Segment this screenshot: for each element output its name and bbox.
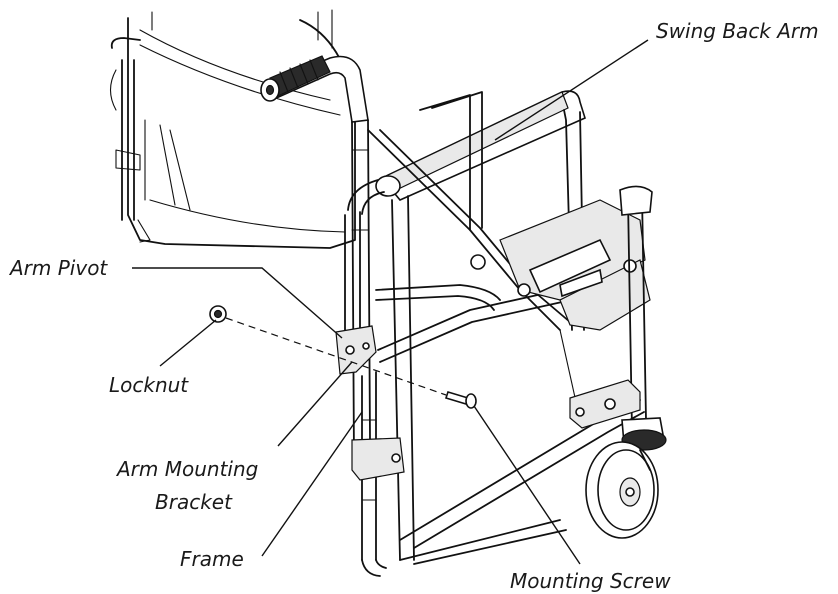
assembly-axis-dash xyxy=(225,317,447,396)
label-swing-back-arm: Swing Back Arm xyxy=(656,19,819,43)
label-arm-mounting-bracket-line1: Arm Mounting xyxy=(115,457,258,481)
caster-clamp xyxy=(569,379,641,429)
label-locknut: Locknut xyxy=(109,373,189,397)
leader-arm-pivot xyxy=(132,267,343,339)
rear-frame-post-left xyxy=(109,11,153,243)
locknut-part xyxy=(209,305,227,323)
leader-frame xyxy=(261,411,363,557)
callout-labels: Swing Back Arm Arm Pivot Locknut Arm Mou… xyxy=(8,19,819,593)
leader-swing-back-arm xyxy=(494,39,649,141)
lower-frame xyxy=(361,519,567,577)
rear-upright xyxy=(317,9,371,461)
leader-locknut xyxy=(159,319,217,367)
back-upholstery xyxy=(127,17,356,249)
label-arm-mounting-bracket-line2: Bracket xyxy=(155,490,233,514)
swing-back-arm xyxy=(347,90,586,561)
label-frame: Frame xyxy=(180,547,244,571)
mounting-screw-part xyxy=(444,391,477,409)
front-frame-tube xyxy=(335,211,405,561)
push-handle xyxy=(260,55,369,123)
wheelchair-drawing xyxy=(109,9,667,577)
leader-arm-mounting-bracket xyxy=(277,361,353,447)
caster-wheel xyxy=(585,417,667,539)
footrest-assembly xyxy=(470,185,653,431)
leader-mounting-screw xyxy=(473,405,581,565)
label-mounting-screw: Mounting Screw xyxy=(510,569,671,593)
label-arm-pivot: Arm Pivot xyxy=(8,256,108,280)
leader-lines xyxy=(132,39,649,565)
